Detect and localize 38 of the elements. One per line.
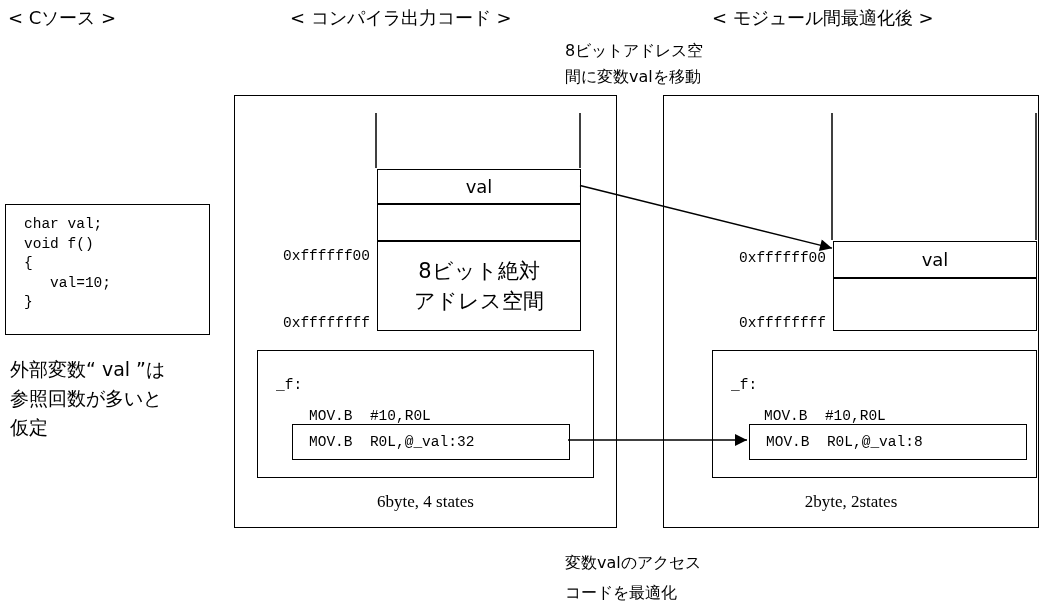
note-text: 外部変数“ val ”は参照回数が多いと仮定 xyxy=(10,357,166,440)
assembly-box xyxy=(712,350,1037,478)
note-text: 変数valのアクセスコードを最適化 xyxy=(565,552,702,604)
memory-cell xyxy=(833,241,1037,278)
code-line: { xyxy=(24,254,33,273)
memory-cell xyxy=(377,169,581,204)
code-line: } xyxy=(24,293,33,312)
memory-area-box xyxy=(377,241,581,331)
code-line: MOV.B R0L,@_val:8 xyxy=(766,432,923,452)
heading: < Cソース > xyxy=(8,6,117,30)
address-label: 0xffffff00 xyxy=(283,248,370,264)
size-note: 6byte, 4 states xyxy=(376,492,475,512)
address-label: 0xffffffff xyxy=(283,315,370,331)
arrow xyxy=(567,434,748,446)
cell-label: val xyxy=(465,176,493,197)
heading: < モジュール間最適化後 > xyxy=(712,6,934,30)
code-line: MOV.B R0L,@_val:32 xyxy=(309,432,475,452)
code-line: void f() xyxy=(24,234,94,254)
code-panel xyxy=(663,95,1039,528)
code-line: MOV.B #10,R0L xyxy=(764,407,886,426)
code-line: _f: xyxy=(731,376,758,395)
size-note: 2byte, 2states xyxy=(803,492,899,512)
arrow xyxy=(579,184,833,252)
code-line: _f: xyxy=(276,376,303,395)
assembly-box xyxy=(257,350,594,478)
heading: < コンパイラ出力コード > xyxy=(290,6,512,30)
code-box xyxy=(5,204,210,335)
code-line: MOV.B #10,R0L xyxy=(309,407,431,426)
cell-label: val xyxy=(921,249,949,270)
code-panel xyxy=(234,95,617,528)
memory-cell xyxy=(833,278,1037,331)
address-label: 0xffffffff xyxy=(739,315,826,331)
code-line: char val; xyxy=(24,215,103,234)
address-label: 0xffffff00 xyxy=(739,250,826,266)
memory-cell xyxy=(377,204,581,241)
area-label: 8ビット絶対アドレス空間 xyxy=(414,258,544,315)
note-text: 8ビットアドレス空間に変数valを移動 xyxy=(565,40,705,88)
code-line: val=10; xyxy=(49,273,111,293)
